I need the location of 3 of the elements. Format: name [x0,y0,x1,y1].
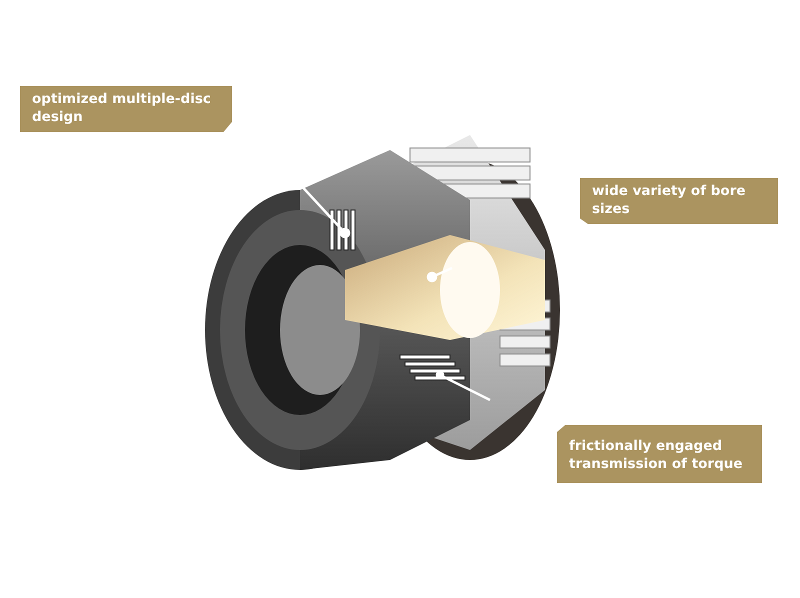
callout-label: frictionally engaged transmission of torque [557,425,762,483]
callout-label: wide variety of bore sizes [580,178,778,224]
callout-label: optimized multiple-disc design [20,86,232,132]
